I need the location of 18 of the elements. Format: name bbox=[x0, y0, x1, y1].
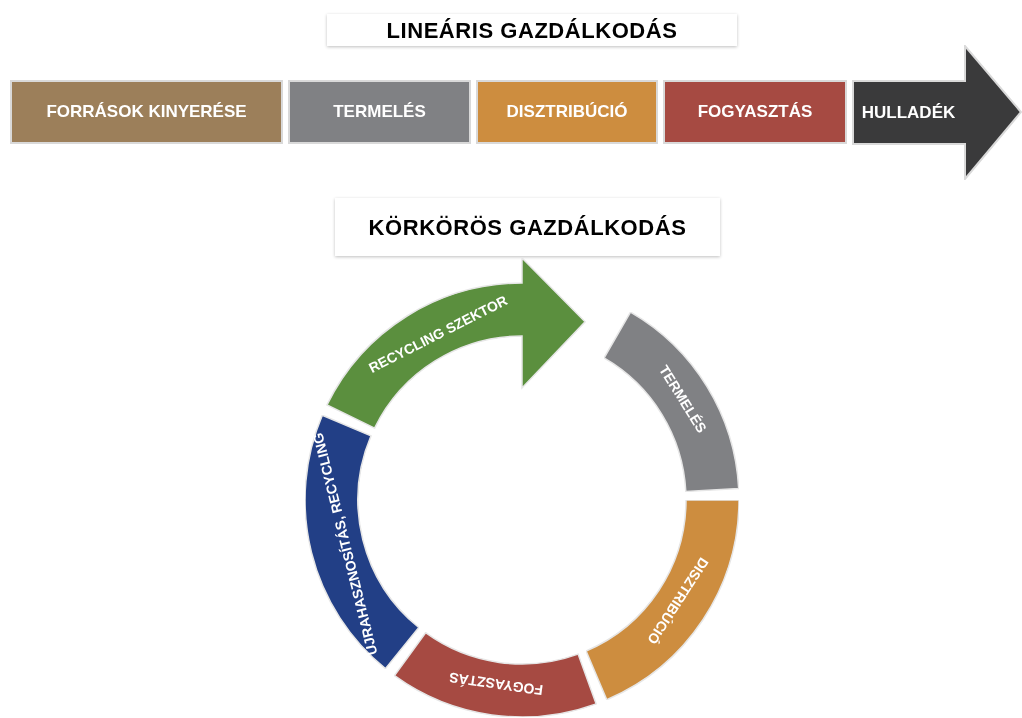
box-label: FOGYASZTÁS bbox=[697, 101, 813, 124]
arrow-shape bbox=[852, 45, 1022, 180]
box-label: HULLADÉK bbox=[861, 101, 956, 124]
section-heading: KÖRKÖRÖS GAZDÁLKODÁS bbox=[335, 198, 720, 256]
process-box bbox=[288, 80, 471, 144]
title-banner: LINEÁRIS GAZDÁLKODÁS bbox=[327, 14, 737, 46]
process-box bbox=[476, 80, 658, 144]
ring-segment bbox=[586, 500, 739, 700]
ring-segment bbox=[305, 415, 419, 669]
process-box bbox=[10, 80, 283, 144]
segment-label: FOGYASZTÁS bbox=[448, 670, 544, 698]
box-label: TERMELÉS bbox=[333, 101, 426, 124]
box-label: FORRÁSOK KINYERÉSE bbox=[46, 101, 247, 124]
process-box bbox=[663, 80, 847, 144]
ring-segment bbox=[394, 632, 597, 717]
ring-segment bbox=[604, 312, 739, 492]
curved-arrow-segment bbox=[326, 258, 586, 429]
box-label: DISZTRIBÚCIÓ bbox=[506, 101, 628, 124]
